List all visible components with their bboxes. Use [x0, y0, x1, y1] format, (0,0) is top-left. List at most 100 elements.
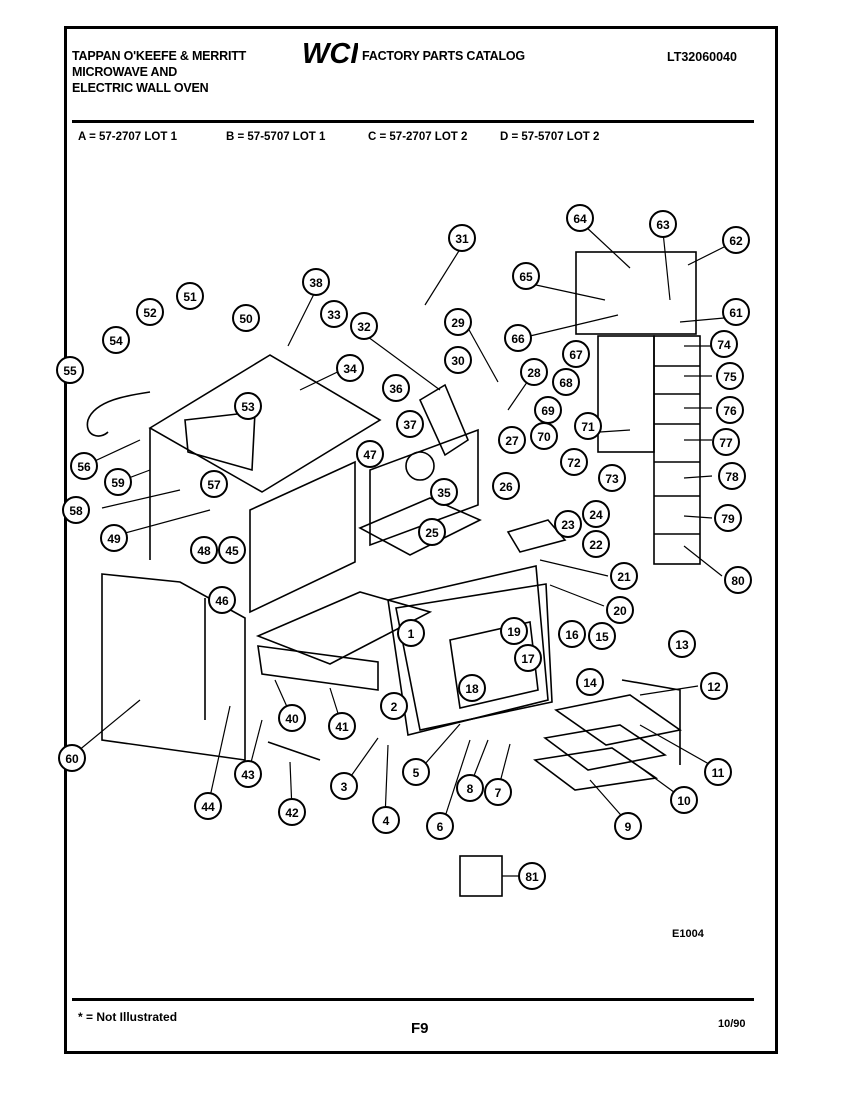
callout-36: 36: [382, 374, 410, 402]
callout-label: 8: [467, 782, 474, 796]
callout-circle: [70, 452, 98, 480]
callout-circle: [724, 566, 752, 594]
callout-6: 6: [426, 812, 454, 840]
callout-circle: [194, 792, 222, 820]
callout-label: 30: [451, 354, 465, 368]
callout-label: 80: [731, 574, 745, 588]
callout-circle: [350, 312, 378, 340]
callout-label: 9: [625, 820, 632, 834]
callout-label: 11: [712, 766, 725, 780]
callout-label: 1: [408, 627, 415, 641]
callout-76: 76: [716, 396, 744, 424]
callout-label: 64: [573, 212, 587, 226]
callout-label: 15: [595, 630, 609, 644]
callout-38: 38: [302, 268, 330, 296]
footnote: * = Not Illustrated: [78, 1010, 178, 1024]
callout-circle: [444, 346, 472, 374]
callout-label: 34: [343, 362, 357, 376]
callout-circle: [100, 524, 128, 552]
callout-circle: [56, 356, 84, 384]
rack-support: [621, 679, 681, 765]
callout-label: 57: [207, 478, 221, 492]
callout-label: 13: [675, 638, 689, 652]
callout-label: 66: [511, 332, 525, 346]
callout-circle: [558, 620, 586, 648]
wci-logo-text: WCI: [302, 38, 358, 68]
callout-label: 21: [617, 570, 631, 584]
callout-circle: [356, 440, 384, 468]
callout-circle: [576, 668, 604, 696]
callout-circle: [716, 362, 744, 390]
callout-25: 25: [418, 518, 446, 546]
callout-label: 31: [455, 232, 469, 246]
callout-label: 6: [437, 820, 444, 834]
callout-circle: [670, 786, 698, 814]
callout-10: 10: [670, 786, 698, 814]
callout-circle: [722, 226, 750, 254]
callout-circle: [710, 330, 738, 358]
callout-circle: [190, 536, 218, 564]
callout-circle: [320, 300, 348, 328]
callout-label: 47: [363, 448, 377, 462]
callout-50: 50: [232, 304, 260, 332]
callout-label: 81: [525, 870, 539, 884]
callout-circle: [712, 428, 740, 456]
oven-body: [387, 565, 549, 736]
callout-label: 56: [77, 460, 91, 474]
callout-31: 31: [448, 224, 476, 252]
callout-circle: [504, 324, 532, 352]
callout-label: 65: [519, 270, 533, 284]
callout-label: 38: [309, 276, 323, 290]
callout-label: 28: [527, 366, 541, 380]
callout-circle: [514, 644, 542, 672]
callout-label: 55: [63, 364, 77, 378]
wci-logo: WCI: [302, 38, 358, 68]
callout-27: 27: [498, 426, 526, 454]
callout-48: 48: [190, 536, 218, 564]
callout-circle: [208, 586, 236, 614]
callout-circle: [700, 672, 728, 700]
parts-drawing: [86, 251, 701, 897]
model-b: B = 57-5707 LOT 1: [226, 131, 326, 143]
callout-59: 59: [104, 468, 132, 496]
vent-bracket: [184, 411, 256, 472]
callout-label: 71: [581, 420, 595, 434]
callout-67: 67: [562, 340, 590, 368]
callout-circle: [722, 298, 750, 326]
callout-circle: [426, 812, 454, 840]
callout-14: 14: [576, 668, 604, 696]
callout-circle: [610, 562, 638, 590]
callout-73: 73: [598, 464, 626, 492]
callout-circle: [372, 806, 400, 834]
callout-circle: [397, 619, 425, 647]
callout-66: 66: [504, 324, 532, 352]
callout-circle: [560, 448, 588, 476]
broil-pan: [533, 747, 659, 791]
callout-label: 63: [656, 218, 670, 232]
callout-4: 4: [372, 806, 400, 834]
callout-label: 72: [567, 456, 581, 470]
callout-19: 19: [500, 617, 528, 645]
callout-34: 34: [336, 354, 364, 382]
callout-11: 11: [704, 758, 732, 786]
floor-plate: [358, 497, 482, 556]
callout-label: 62: [729, 234, 743, 248]
model-a: A = 57-2707 LOT 1: [78, 131, 177, 143]
callout-label: 49: [107, 532, 121, 546]
callout-15: 15: [588, 622, 616, 650]
callout-circle: [232, 304, 260, 332]
callout-label: 58: [69, 504, 83, 518]
footer-rule: [72, 998, 754, 1001]
inner-side-panel: [369, 428, 479, 547]
callout-22: 22: [582, 530, 610, 558]
header-rule: [72, 120, 754, 123]
catalog-code: LT32060040: [667, 50, 737, 64]
callout-circle: [554, 510, 582, 538]
callout-circle: [396, 410, 424, 438]
callout-5: 5: [402, 758, 430, 786]
callout-label: 45: [225, 544, 239, 558]
callout-circle: [176, 282, 204, 310]
oven-top-shelf: [255, 591, 433, 665]
callout-group: 1234567891011121314151617181920212223242…: [56, 204, 752, 890]
callout-circle: [520, 358, 548, 386]
